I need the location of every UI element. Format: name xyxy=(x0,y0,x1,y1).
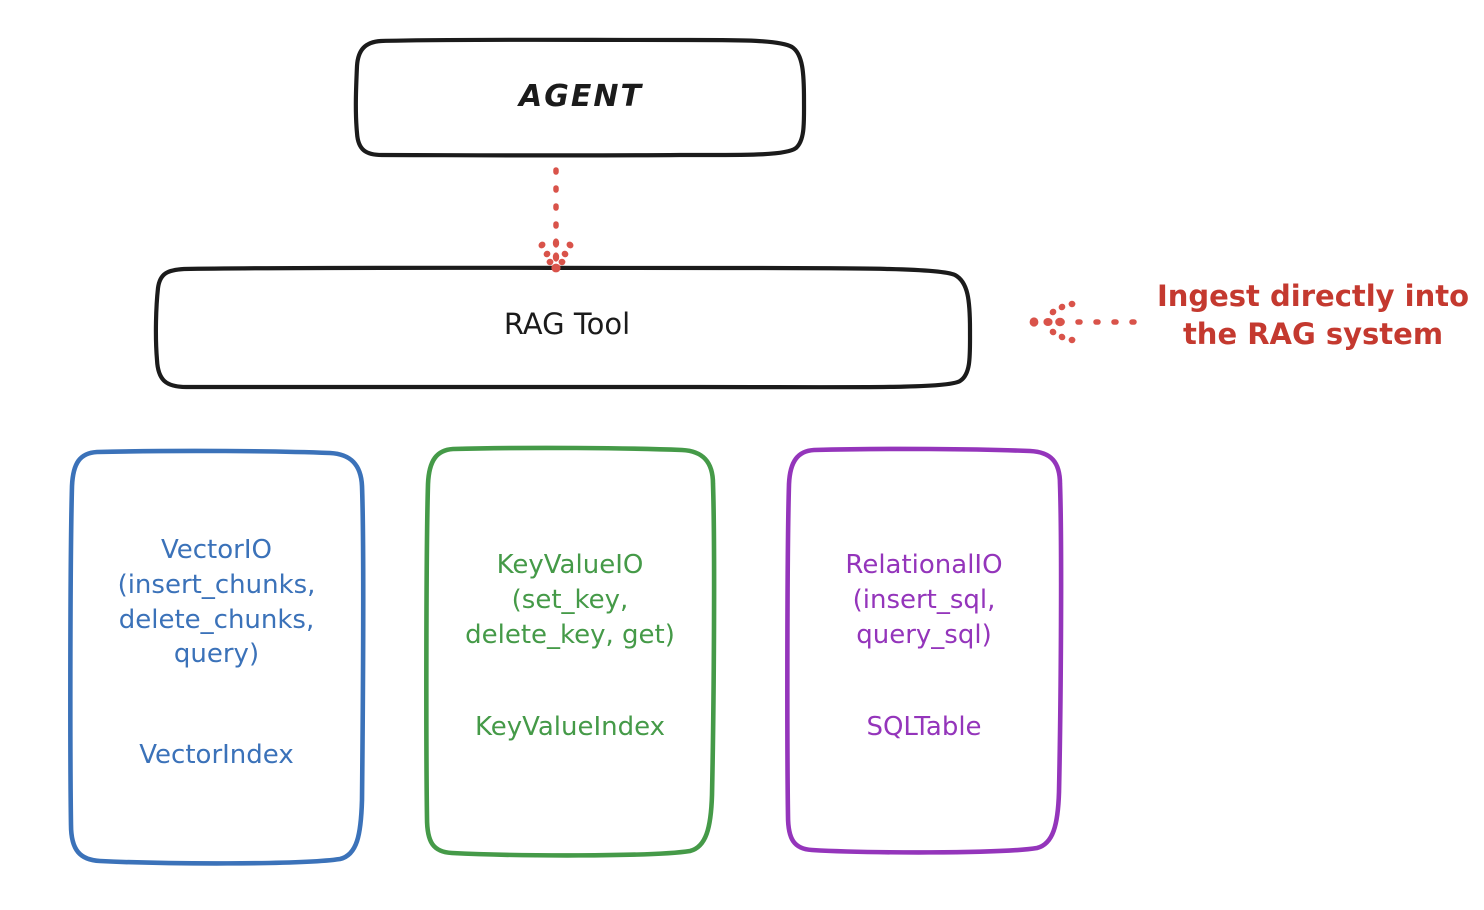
agent-to-ragtool-arrow xyxy=(538,167,574,273)
ingest-to-ragtool-arrow xyxy=(1029,300,1138,344)
key-value-index-label: KeyValueIndex xyxy=(474,712,666,742)
key-value-io-box[interactable] xyxy=(424,445,717,858)
key-value-io-api-label: KeyValueIO (set_key, delete_key, get) xyxy=(465,550,675,650)
relational-io-box[interactable] xyxy=(785,446,1064,855)
vector-index-label: VectorIndex xyxy=(139,740,294,770)
ragtool-label: RAG Tool xyxy=(503,307,631,341)
agent-label: AGENT xyxy=(519,79,643,114)
vector-io-box-outline xyxy=(68,448,366,866)
relational-io-api-label: RelationalIO (insert_sql, query_sql) xyxy=(845,550,1003,650)
agent-box-outline xyxy=(353,37,807,158)
ingest-arrowhead xyxy=(1029,300,1076,344)
sql-table-label: SQLTable xyxy=(866,712,982,742)
agent-to-ragtool-arrowhead xyxy=(538,238,574,273)
ragtool-box[interactable] xyxy=(153,265,973,390)
ragtool-box-outline xyxy=(153,265,973,390)
vector-io-box[interactable] xyxy=(68,448,366,866)
ingest-annotation-text: Ingest directly into the RAG system xyxy=(1156,279,1470,351)
vector-io-api-label: VectorIO (insert_chunks, delete_chunks, … xyxy=(117,535,316,670)
key-value-io-box-outline xyxy=(424,445,717,858)
agent-box[interactable] xyxy=(353,37,807,158)
relational-io-box-outline xyxy=(785,446,1064,855)
